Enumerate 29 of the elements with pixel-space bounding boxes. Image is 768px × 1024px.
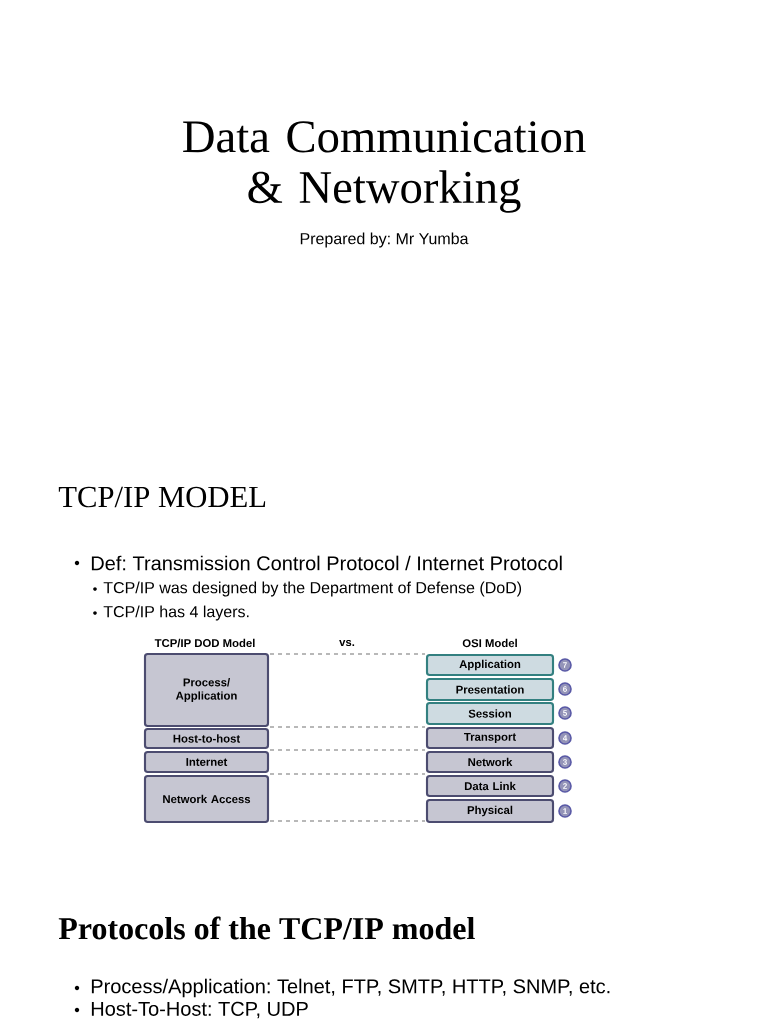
number-badge: 2: [558, 779, 572, 793]
bullet-text: TCP/IP was designed by the Department of Defense (DoD): [103, 581, 522, 597]
layer-box: Transport: [425, 726, 555, 750]
layer-box: Physical: [425, 798, 555, 824]
bullet-text: Def: Transmission Control Protocol / Internet Protocol: [91, 555, 562, 571]
bullet-text: TCP/IP has 4 layers.: [103, 605, 249, 621]
column-heading: OSI Model: [462, 638, 517, 648]
layer-box: Application: [425, 653, 555, 677]
layer-box: Presentation: [425, 677, 555, 702]
layer-box: Data Link: [425, 774, 555, 798]
number-badge: 7: [558, 658, 572, 672]
section-heading: TCP/IP MODEL: [58, 486, 266, 508]
layer-box: Network: [425, 750, 555, 774]
layer-box: Process/ Application: [143, 652, 270, 728]
layer-box: Internet: [143, 750, 270, 774]
layer-box: Host-to-host: [143, 727, 270, 750]
number-badge: 6: [558, 682, 572, 696]
number-badge: 1: [558, 804, 572, 818]
bullet-text: Host-To-Host: TCP, UDP: [91, 1001, 308, 1019]
number-badge: 3: [558, 755, 572, 769]
number-badge: 5: [558, 706, 572, 720]
title: Data Communication & Networking: [183, 121, 586, 213]
column-heading: vs.: [339, 639, 355, 647]
bullet-text: Process/Application: Telnet, FTP, SMTP, HTTP, SNMP, etc.: [91, 978, 610, 998]
layer-box: Network Access: [143, 774, 270, 824]
layer-box: Session: [425, 701, 555, 726]
subtitle: Prepared by: Mr Yumba: [300, 232, 469, 248]
section-heading: Protocols of the TCP/IP model: [58, 916, 475, 940]
number-badge: 4: [558, 731, 572, 745]
